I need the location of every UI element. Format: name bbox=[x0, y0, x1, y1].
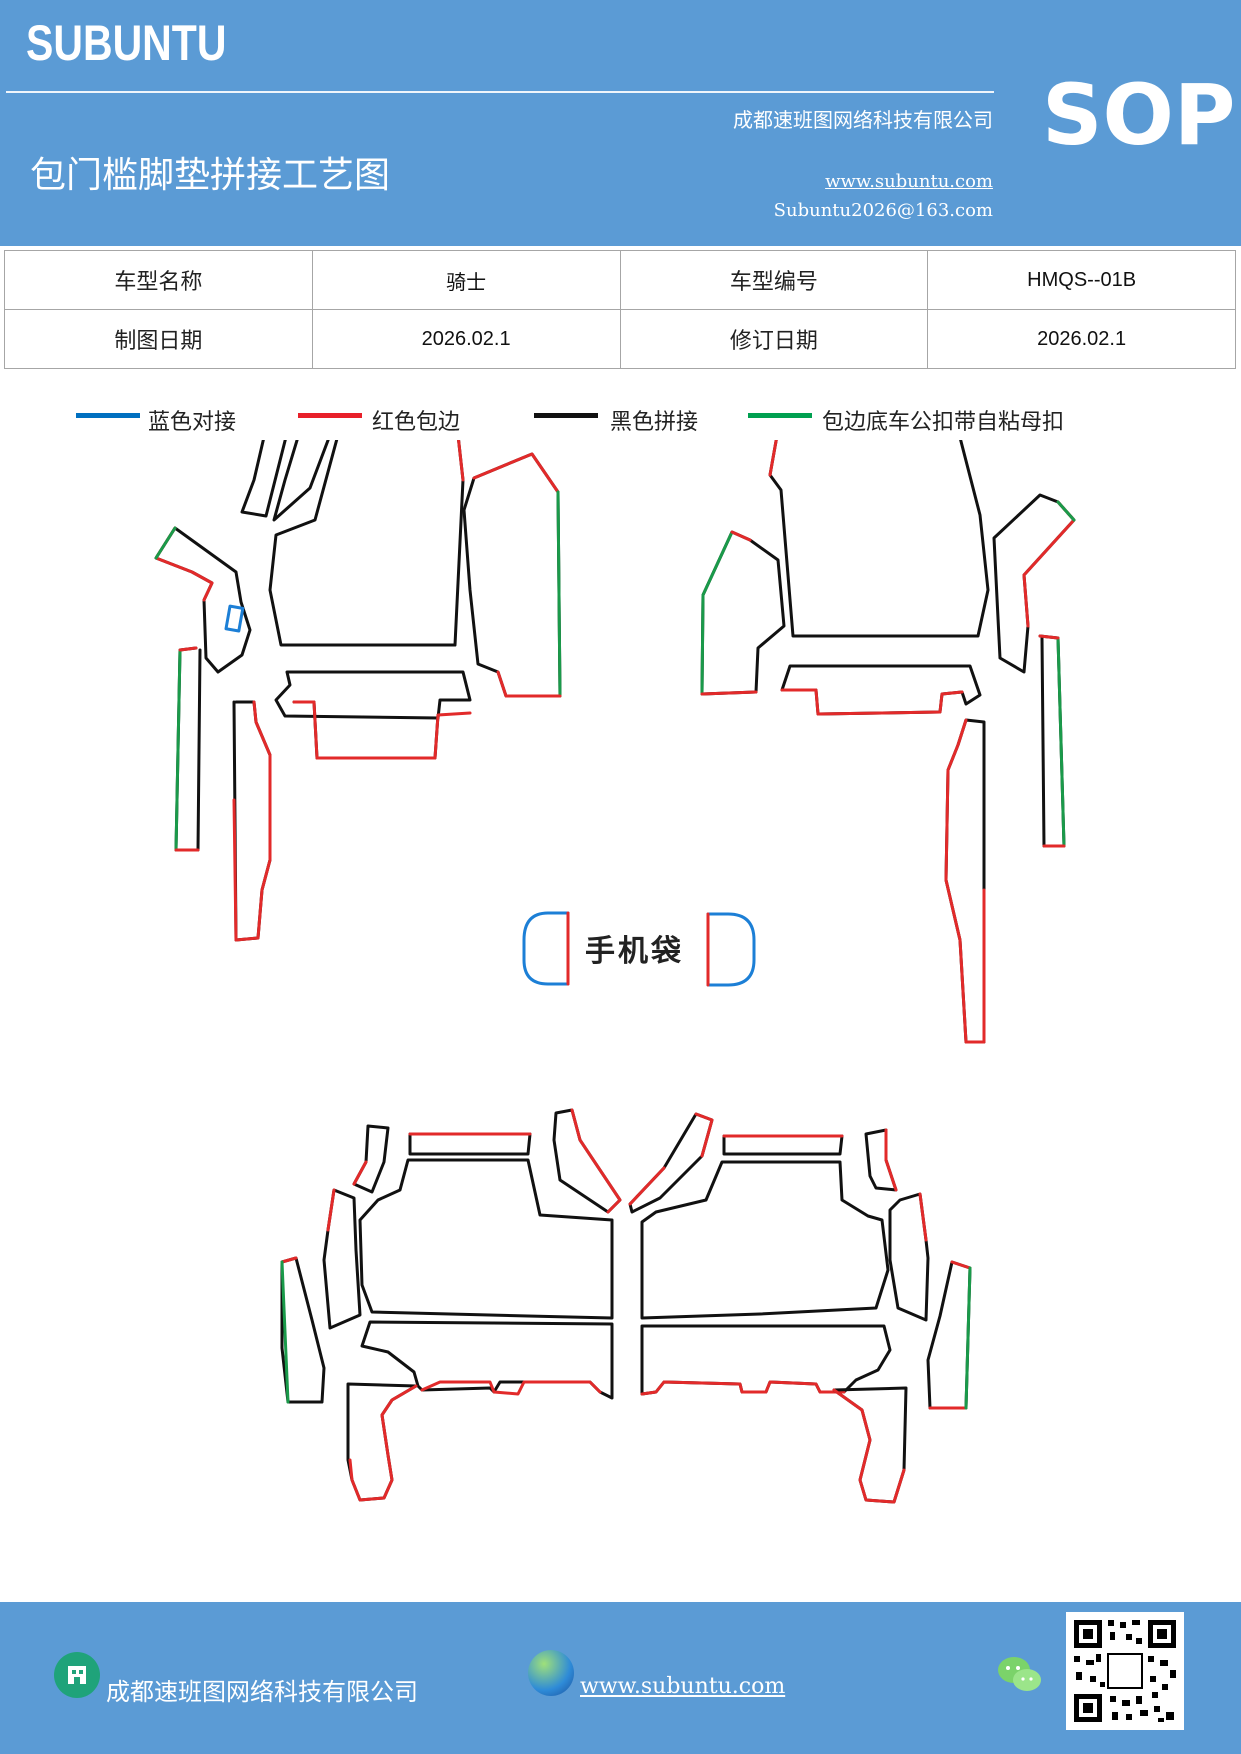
red-edge bbox=[472, 452, 560, 494]
front-right-mat-group bbox=[700, 440, 1076, 1044]
red-edge bbox=[1038, 634, 1066, 848]
red-edge bbox=[174, 646, 200, 852]
mat-piece bbox=[722, 1134, 844, 1156]
building-icon bbox=[54, 1652, 100, 1698]
red-edge bbox=[918, 1192, 928, 1242]
green-edge bbox=[1056, 636, 1066, 848]
legend-swatch-green bbox=[748, 413, 812, 418]
brand-logo: SUBUNTU bbox=[26, 15, 227, 71]
mat-piece bbox=[408, 1132, 532, 1156]
phone-bag-label: 手机袋 bbox=[585, 934, 684, 969]
mat-piece bbox=[926, 1260, 972, 1410]
phone-bag-group bbox=[522, 911, 756, 987]
red-edge bbox=[832, 1388, 906, 1504]
mat-piece bbox=[358, 1158, 614, 1320]
blue-joint bbox=[224, 604, 245, 633]
red-edge bbox=[457, 440, 465, 482]
model-name-value: 骑士 bbox=[311, 250, 621, 310]
header-company: 成都速班图网络科技有限公司 bbox=[733, 108, 993, 132]
qr-code-image bbox=[1066, 1612, 1184, 1730]
mat-piece bbox=[268, 440, 465, 647]
red-edge bbox=[944, 718, 986, 1044]
info-table: 车型名称 骑士 车型编号 HMQS--01B 制图日期 2026.02.1 修订… bbox=[4, 250, 1236, 369]
phone-bag-right bbox=[706, 912, 756, 987]
header-website-link[interactable]: www.subuntu.com bbox=[825, 171, 993, 192]
drawing-date-value: 2026.02.1 bbox=[311, 309, 621, 369]
rear-right-mat-group bbox=[628, 1112, 972, 1504]
red-edge bbox=[570, 1108, 622, 1214]
front-left-mat-group bbox=[154, 440, 562, 942]
model-code-label: 车型编号 bbox=[619, 250, 929, 310]
mat-piece bbox=[992, 493, 1076, 674]
red-edge bbox=[232, 700, 272, 942]
red-edge bbox=[348, 1384, 418, 1502]
red-edge bbox=[884, 1128, 898, 1192]
green-edge bbox=[556, 490, 562, 698]
model-name-label: 车型名称 bbox=[4, 250, 313, 310]
header-divider bbox=[6, 91, 994, 93]
building-icon-glyph bbox=[68, 1666, 86, 1684]
green-edge bbox=[280, 1260, 290, 1404]
mat-piece bbox=[346, 1382, 418, 1502]
red-edge bbox=[928, 1260, 972, 1410]
mat-piece bbox=[552, 1108, 622, 1214]
footer-website-link[interactable]: www.subuntu.com bbox=[580, 1674, 786, 1699]
legend-swatch-blue bbox=[76, 413, 140, 418]
phone-bag-left bbox=[522, 911, 570, 986]
green-edge bbox=[700, 530, 734, 696]
wechat-icon[interactable] bbox=[996, 1654, 1044, 1696]
legend-label-blue: 蓝色对接 bbox=[148, 410, 237, 435]
revision-date-label: 修订日期 bbox=[619, 309, 929, 369]
legend-label-red: 红色包边 bbox=[372, 410, 461, 435]
footer-banner: 成都速班图网络科技有限公司 www.subuntu.com bbox=[0, 1602, 1241, 1754]
mat-piece bbox=[352, 1124, 390, 1194]
sop-badge: SOP bbox=[1042, 66, 1236, 164]
red-edge bbox=[280, 1256, 298, 1264]
legend-label-black: 黑色拼接 bbox=[610, 410, 699, 435]
header-email: Subuntu2026@163.com bbox=[773, 200, 993, 221]
qr-code-pattern bbox=[1074, 1620, 1176, 1722]
model-code-value: HMQS--01B bbox=[927, 250, 1236, 310]
mat-piece bbox=[640, 1160, 890, 1320]
footer-company: 成都速班图网络科技有限公司 bbox=[106, 1678, 418, 1706]
rear-left-mat-group bbox=[280, 1108, 622, 1502]
red-edge bbox=[496, 670, 562, 698]
legend-label-green: 包边底车公扣带自粘母扣 bbox=[822, 410, 1065, 435]
red-edge bbox=[628, 1112, 714, 1206]
legend-swatch-red bbox=[298, 413, 362, 418]
mat-piece bbox=[944, 718, 986, 1044]
floor-mat-diagram bbox=[154, 440, 1076, 1504]
red-edge bbox=[420, 1380, 602, 1396]
green-edge bbox=[1056, 500, 1076, 522]
red-edge bbox=[1022, 500, 1076, 628]
red-edge bbox=[326, 1188, 336, 1232]
red-edge bbox=[768, 440, 778, 477]
red-edge bbox=[292, 700, 472, 760]
revision-date-value: 2026.02.1 bbox=[927, 309, 1236, 369]
mat-piece bbox=[628, 1112, 714, 1214]
green-edge bbox=[964, 1266, 972, 1410]
red-edge bbox=[352, 1160, 368, 1186]
mat-piece bbox=[768, 440, 990, 638]
green-edge bbox=[154, 526, 177, 560]
mat-piece bbox=[240, 440, 287, 518]
red-edge bbox=[700, 530, 758, 696]
mat-piece bbox=[274, 670, 472, 720]
green-edge bbox=[174, 648, 182, 852]
header-banner: SUBUNTU 成都速班图网络科技有限公司 包门槛脚垫拼接工艺图 www.sub… bbox=[0, 0, 1241, 246]
red-edge bbox=[640, 1380, 846, 1396]
red-edge bbox=[780, 688, 964, 716]
mat-piece bbox=[232, 700, 272, 942]
mat-piece bbox=[700, 530, 786, 696]
globe-icon bbox=[528, 1650, 574, 1696]
legend-swatch-black bbox=[534, 413, 598, 418]
mat-piece bbox=[462, 452, 562, 698]
info-row: 车型名称 骑士 车型编号 HMQS--01B bbox=[4, 250, 1236, 310]
page-title: 包门槛脚垫拼接工艺图 bbox=[30, 155, 391, 196]
red-edge bbox=[154, 526, 214, 602]
info-row: 制图日期 2026.02.1 修订日期 2026.02.1 bbox=[4, 309, 1236, 369]
mat-piece bbox=[272, 440, 330, 522]
drawing-date-label: 制图日期 bbox=[4, 309, 313, 369]
mat-piece bbox=[322, 1188, 362, 1330]
